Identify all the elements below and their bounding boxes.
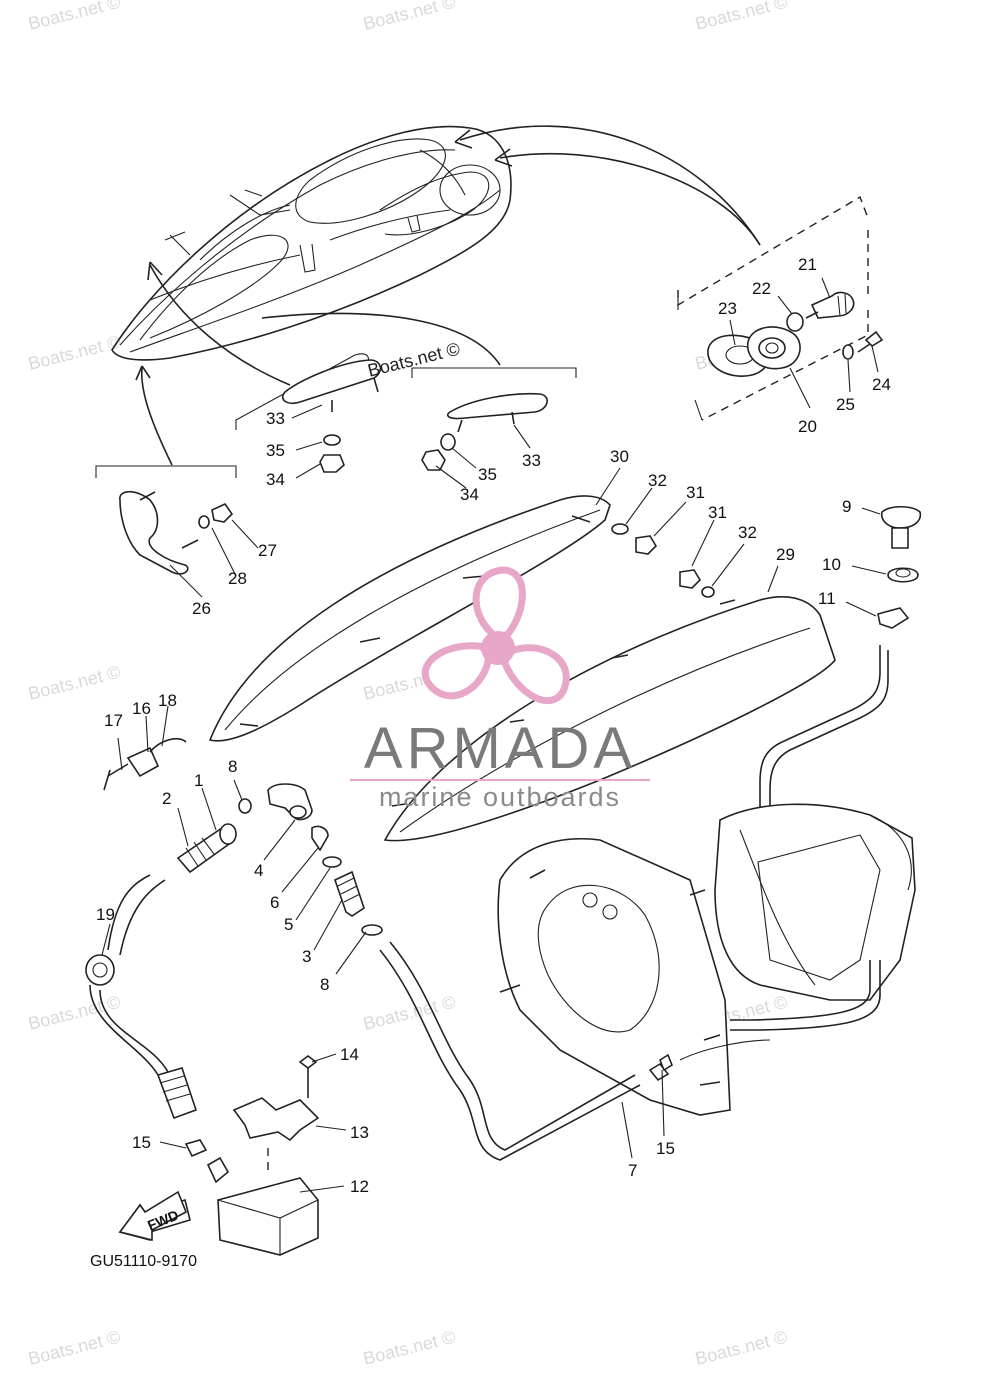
- callout-20: 20: [798, 417, 817, 436]
- callout-12: 12: [350, 1177, 369, 1196]
- callout-22: 22: [752, 279, 771, 298]
- watermark-text: Boats.net ©: [26, 992, 122, 1034]
- callout-33-right: 33: [522, 451, 541, 470]
- figure-code: GU51110-9170: [90, 1253, 197, 1270]
- watercraft-illustration: [111, 125, 761, 466]
- callout-5: 5: [284, 915, 293, 934]
- callout-8-lower: 8: [320, 975, 329, 994]
- hose-fittings: [85, 738, 673, 1161]
- callout-35-right: 35: [478, 465, 497, 484]
- callout-34-left: 34: [266, 470, 285, 489]
- callout-4: 4: [254, 861, 263, 880]
- callout-29: 29: [776, 545, 795, 564]
- callout-15-left: 15: [132, 1133, 151, 1152]
- callout-27: 27: [258, 541, 277, 560]
- leader-lines: [101, 277, 887, 1193]
- callout-7: 7: [628, 1161, 637, 1180]
- callout-32-lower: 32: [738, 523, 757, 542]
- propeller-icon: [418, 566, 576, 708]
- callout-10: 10: [822, 555, 841, 574]
- hardware-handles: [95, 353, 577, 575]
- watermark-text: Boats.net ©: [26, 332, 122, 374]
- drain-plug-assembly: [677, 195, 884, 421]
- watermark-text: Boats.net ©: [693, 0, 789, 34]
- watermark-text: Boats.net ©: [361, 992, 457, 1034]
- stamp-watermark: Boats.net ©: [366, 338, 462, 380]
- logo-tagline: marine outboards: [379, 782, 621, 812]
- watermark-text: Boats.net ©: [361, 0, 457, 34]
- watermark-text: Boats.net ©: [693, 1327, 789, 1369]
- callout-2: 2: [162, 789, 171, 808]
- pump-housings: [497, 803, 916, 1116]
- callout-13: 13: [350, 1123, 369, 1142]
- callout-16: 16: [132, 699, 151, 718]
- callout-15-right: 15: [656, 1139, 675, 1158]
- callout-19: 19: [96, 905, 115, 924]
- watermark-text: Boats.net ©: [26, 0, 122, 34]
- watermark-text: Boats.net ©: [26, 662, 122, 704]
- armada-logo: ARMADA marine outboards: [350, 566, 650, 812]
- callout-labels: 1 2 3 4 5 6 7 8 8 9 10 11 12 13 14 15 15…: [96, 255, 891, 1196]
- callout-23: 23: [718, 299, 737, 318]
- callout-14: 14: [340, 1045, 359, 1064]
- callout-26: 26: [192, 599, 211, 618]
- callout-24: 24: [872, 375, 891, 394]
- watermark-text: Boats.net ©: [26, 1327, 122, 1369]
- callout-30: 30: [610, 447, 629, 466]
- callout-25: 25: [836, 395, 855, 414]
- callout-17: 17: [104, 711, 123, 730]
- callout-3: 3: [302, 947, 311, 966]
- callout-6: 6: [270, 893, 279, 912]
- callout-32-upper: 32: [648, 471, 667, 490]
- watermark-text: Boats.net ©: [361, 1327, 457, 1369]
- callout-18: 18: [158, 691, 177, 710]
- callout-1: 1: [194, 771, 203, 790]
- callout-34-right: 34: [460, 485, 479, 504]
- vent-cap-parts: [759, 505, 922, 812]
- callout-35-left: 35: [266, 441, 285, 460]
- callout-9: 9: [842, 497, 851, 516]
- callout-21: 21: [798, 255, 817, 274]
- forward-arrow: FWD: [118, 1190, 188, 1242]
- callout-31-lower: 31: [708, 503, 727, 522]
- callout-28: 28: [228, 569, 247, 588]
- logo-wordmark: ARMADA: [364, 716, 636, 781]
- callout-11: 11: [818, 589, 836, 608]
- callout-31-upper: 31: [686, 483, 705, 502]
- callout-8-upper: 8: [228, 757, 237, 776]
- callout-33-left: 33: [266, 409, 285, 428]
